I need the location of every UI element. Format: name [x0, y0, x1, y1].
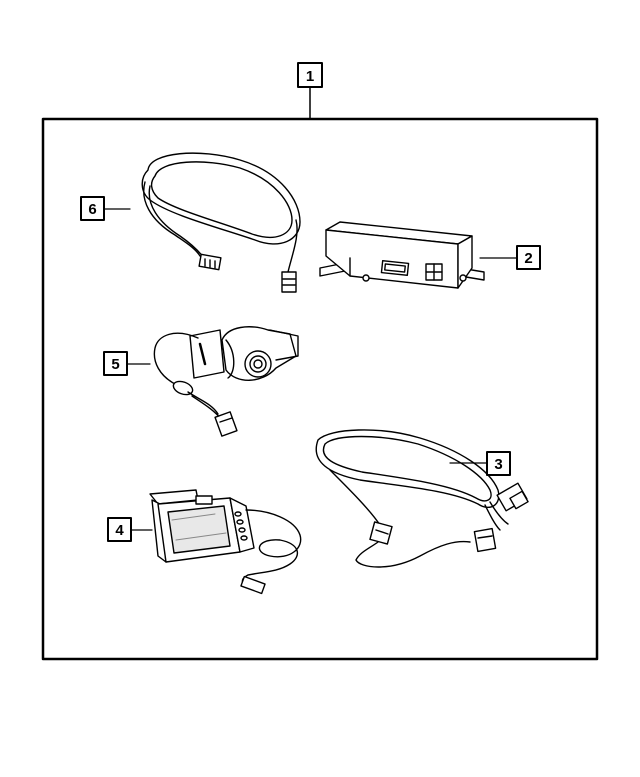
callout-6[interactable]: 6	[80, 196, 105, 221]
callout-5[interactable]: 5	[103, 351, 128, 376]
callout-3-label: 3	[494, 456, 502, 473]
camera	[153, 326, 299, 437]
callout-2[interactable]: 2	[516, 245, 541, 270]
callout-6-label: 6	[88, 201, 96, 218]
harness-coiled	[141, 152, 301, 293]
callout-4-label: 4	[115, 522, 124, 539]
callout-2-label: 2	[524, 250, 532, 267]
callout-3[interactable]: 3	[486, 451, 511, 476]
callout-5-label: 5	[111, 356, 119, 373]
callout-1[interactable]: 1	[297, 62, 323, 88]
monitor	[149, 489, 302, 595]
harness-long	[315, 429, 529, 568]
callout-4[interactable]: 4	[107, 517, 132, 542]
kit-frame	[41, 117, 599, 661]
control-module	[319, 221, 485, 289]
callout-1-label: 1	[306, 68, 314, 85]
